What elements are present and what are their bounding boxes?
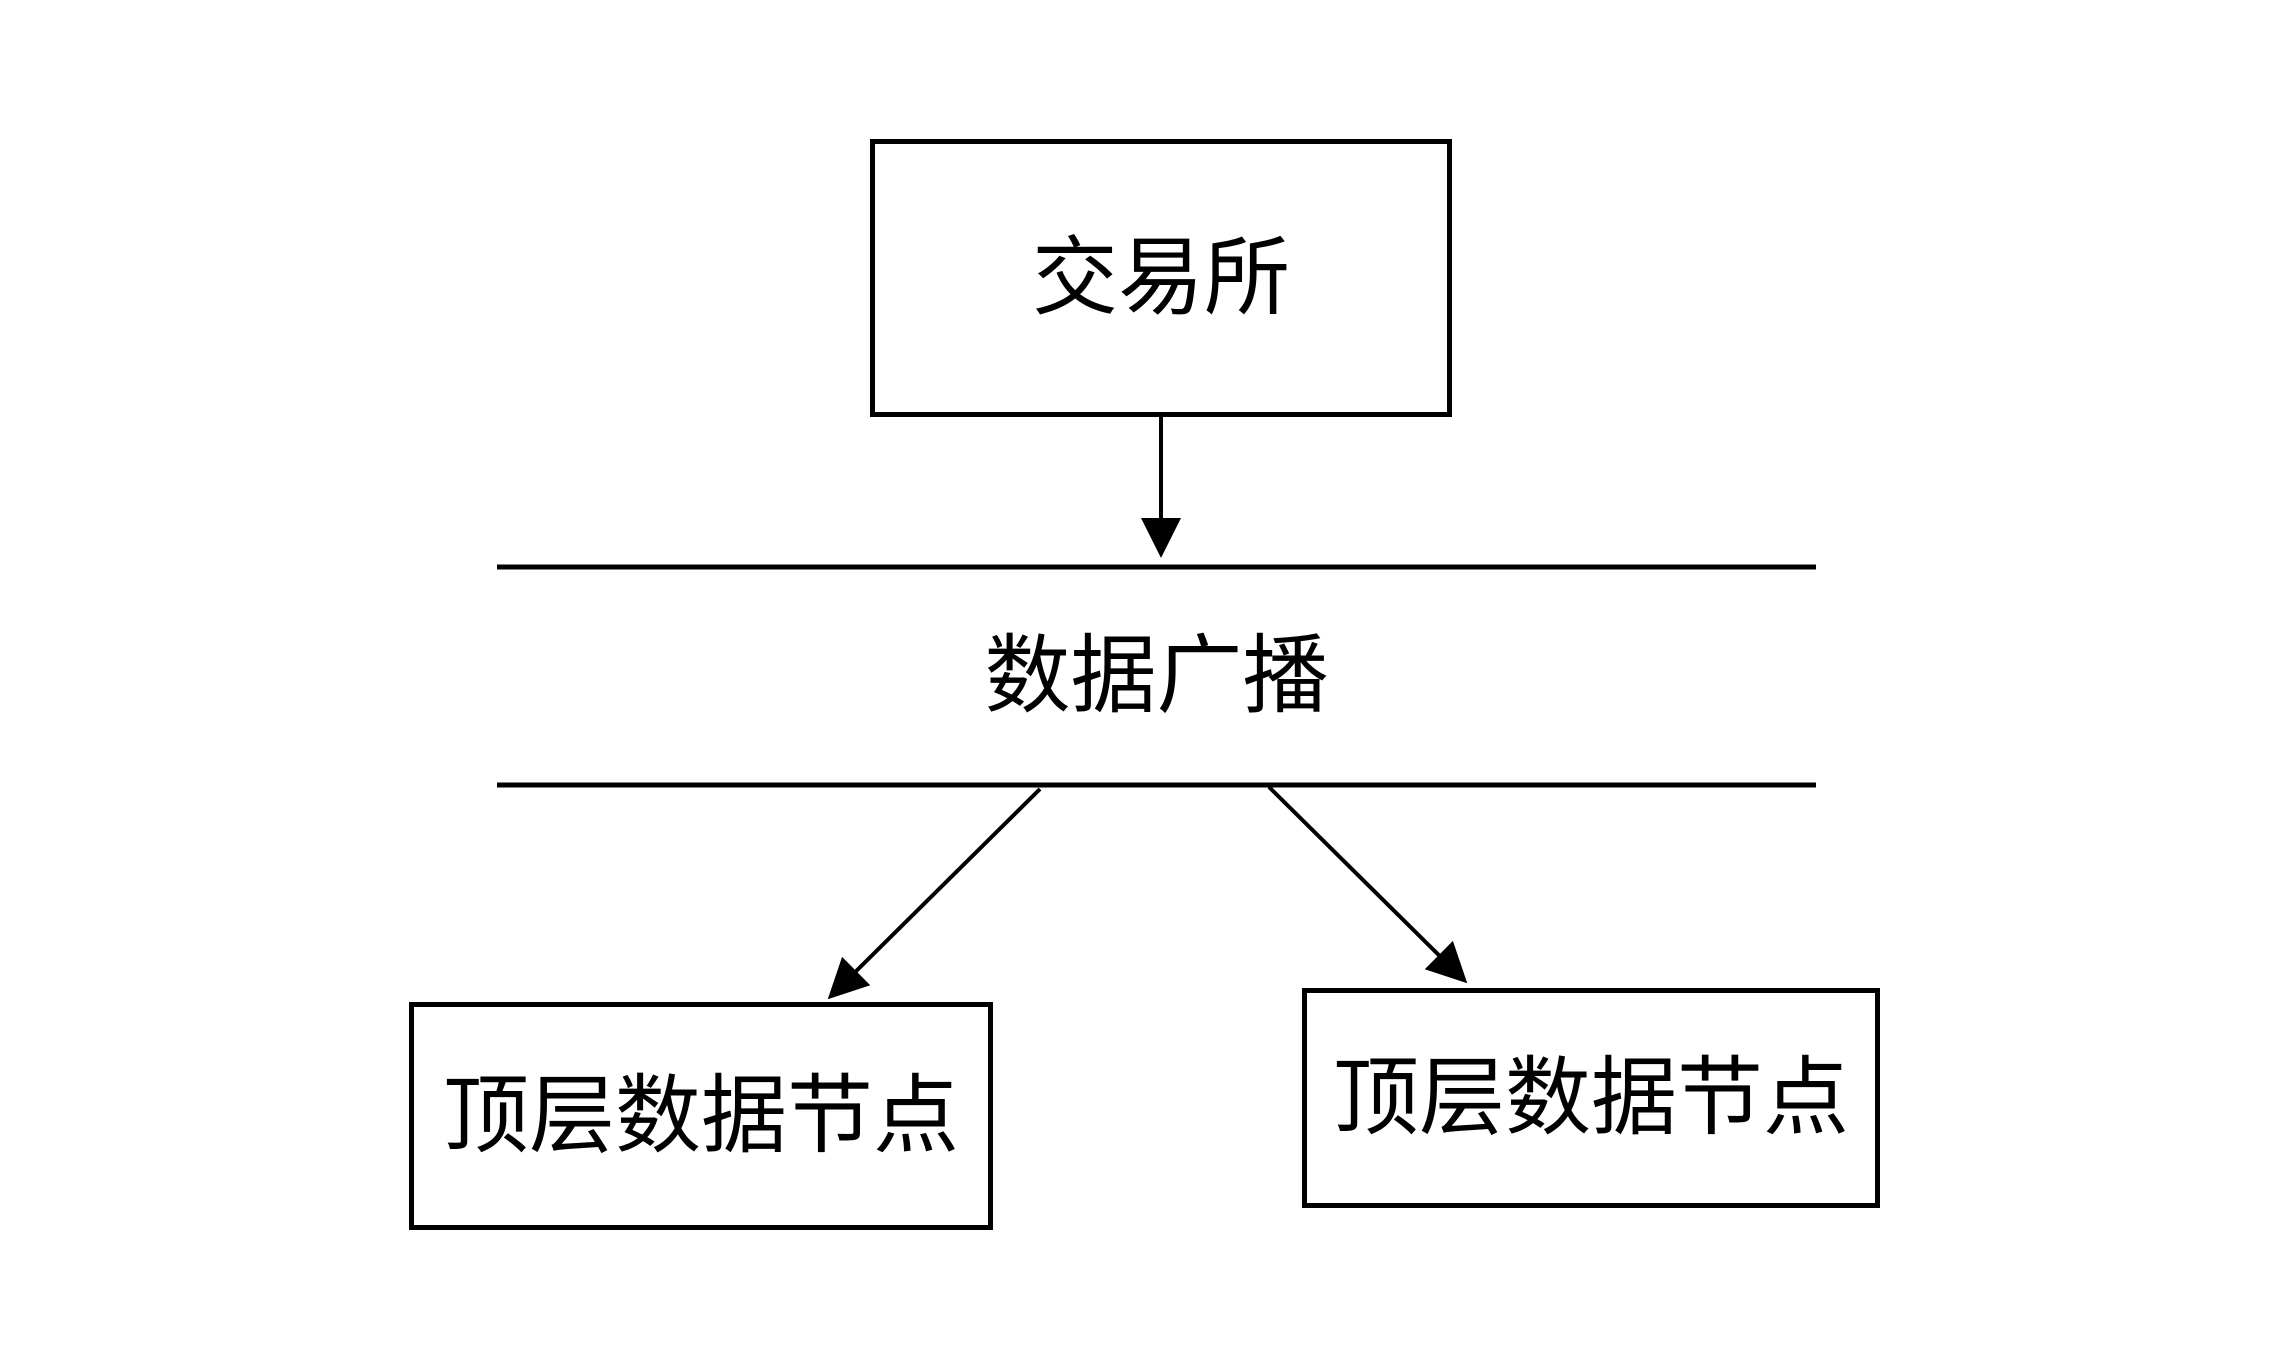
exchange-node: 交易所 [870,139,1452,417]
edge-broadcast-to-right-node [1267,785,1468,984]
top-data-node-left-label: 顶层数据节点 [443,1068,959,1164]
broadcast-band-label: 数据广播 [984,628,1329,724]
top-data-node-left: 顶层数据节点 [409,1002,993,1230]
top-data-node-right: 顶层数据节点 [1302,988,1880,1208]
broadcast-band: 数据广播 [497,572,1816,780]
exchange-node-label: 交易所 [1032,230,1290,326]
edge-broadcast-to-left-node [827,787,1042,1000]
top-data-node-right-label: 顶层数据节点 [1333,1050,1849,1146]
